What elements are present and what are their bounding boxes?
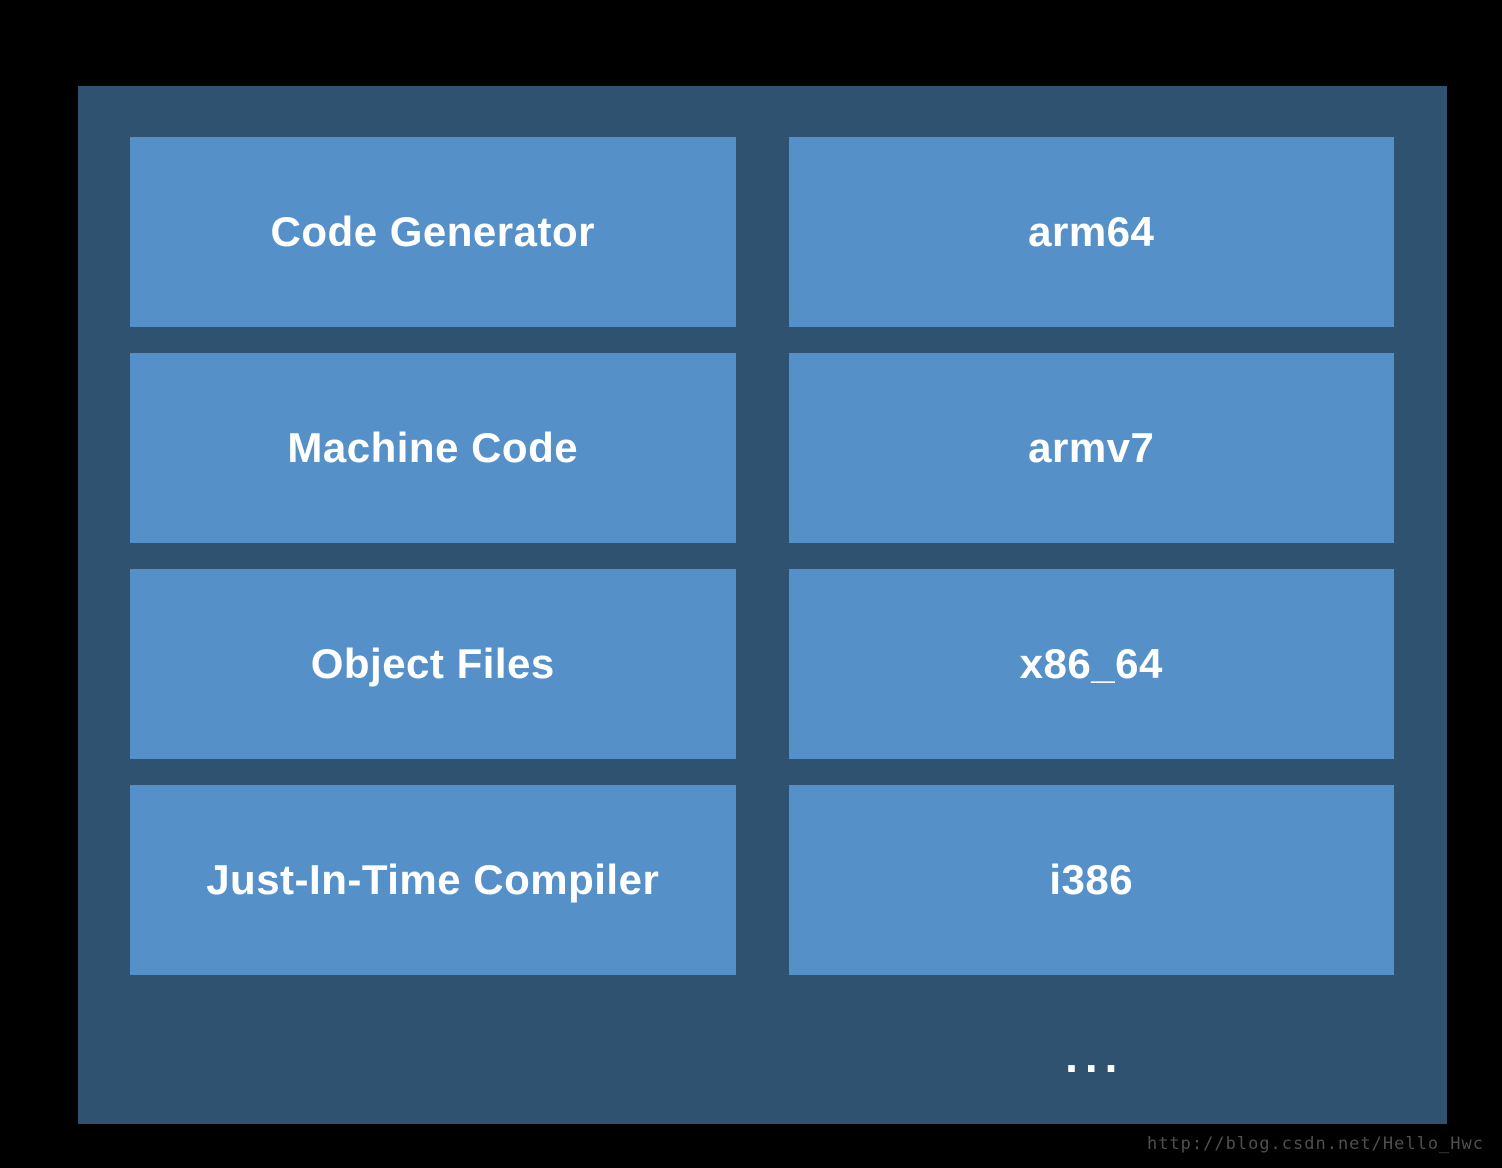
box-i386: i386: [788, 785, 1394, 975]
box-arm64: arm64: [788, 137, 1394, 327]
box-machine-code: Machine Code: [130, 353, 736, 543]
box-object-files: Object Files: [130, 569, 736, 759]
empty-cell: [130, 1001, 736, 1111]
box-x86-64: x86_64: [788, 569, 1394, 759]
watermark-url: http://blog.csdn.net/Hello_Hwc: [1146, 1134, 1484, 1154]
box-armv7: armv7: [788, 353, 1394, 543]
diagram-grid: Code Generator arm64 Machine Code armv7 …: [130, 137, 1394, 1111]
compiler-architecture-panel: Code Generator arm64 Machine Code armv7 …: [78, 86, 1447, 1124]
box-just-in-time-compiler: Just-In-Time Compiler: [130, 785, 736, 975]
box-code-generator: Code Generator: [130, 137, 736, 327]
more-architectures-cell: ...: [1065, 1030, 1125, 1082]
